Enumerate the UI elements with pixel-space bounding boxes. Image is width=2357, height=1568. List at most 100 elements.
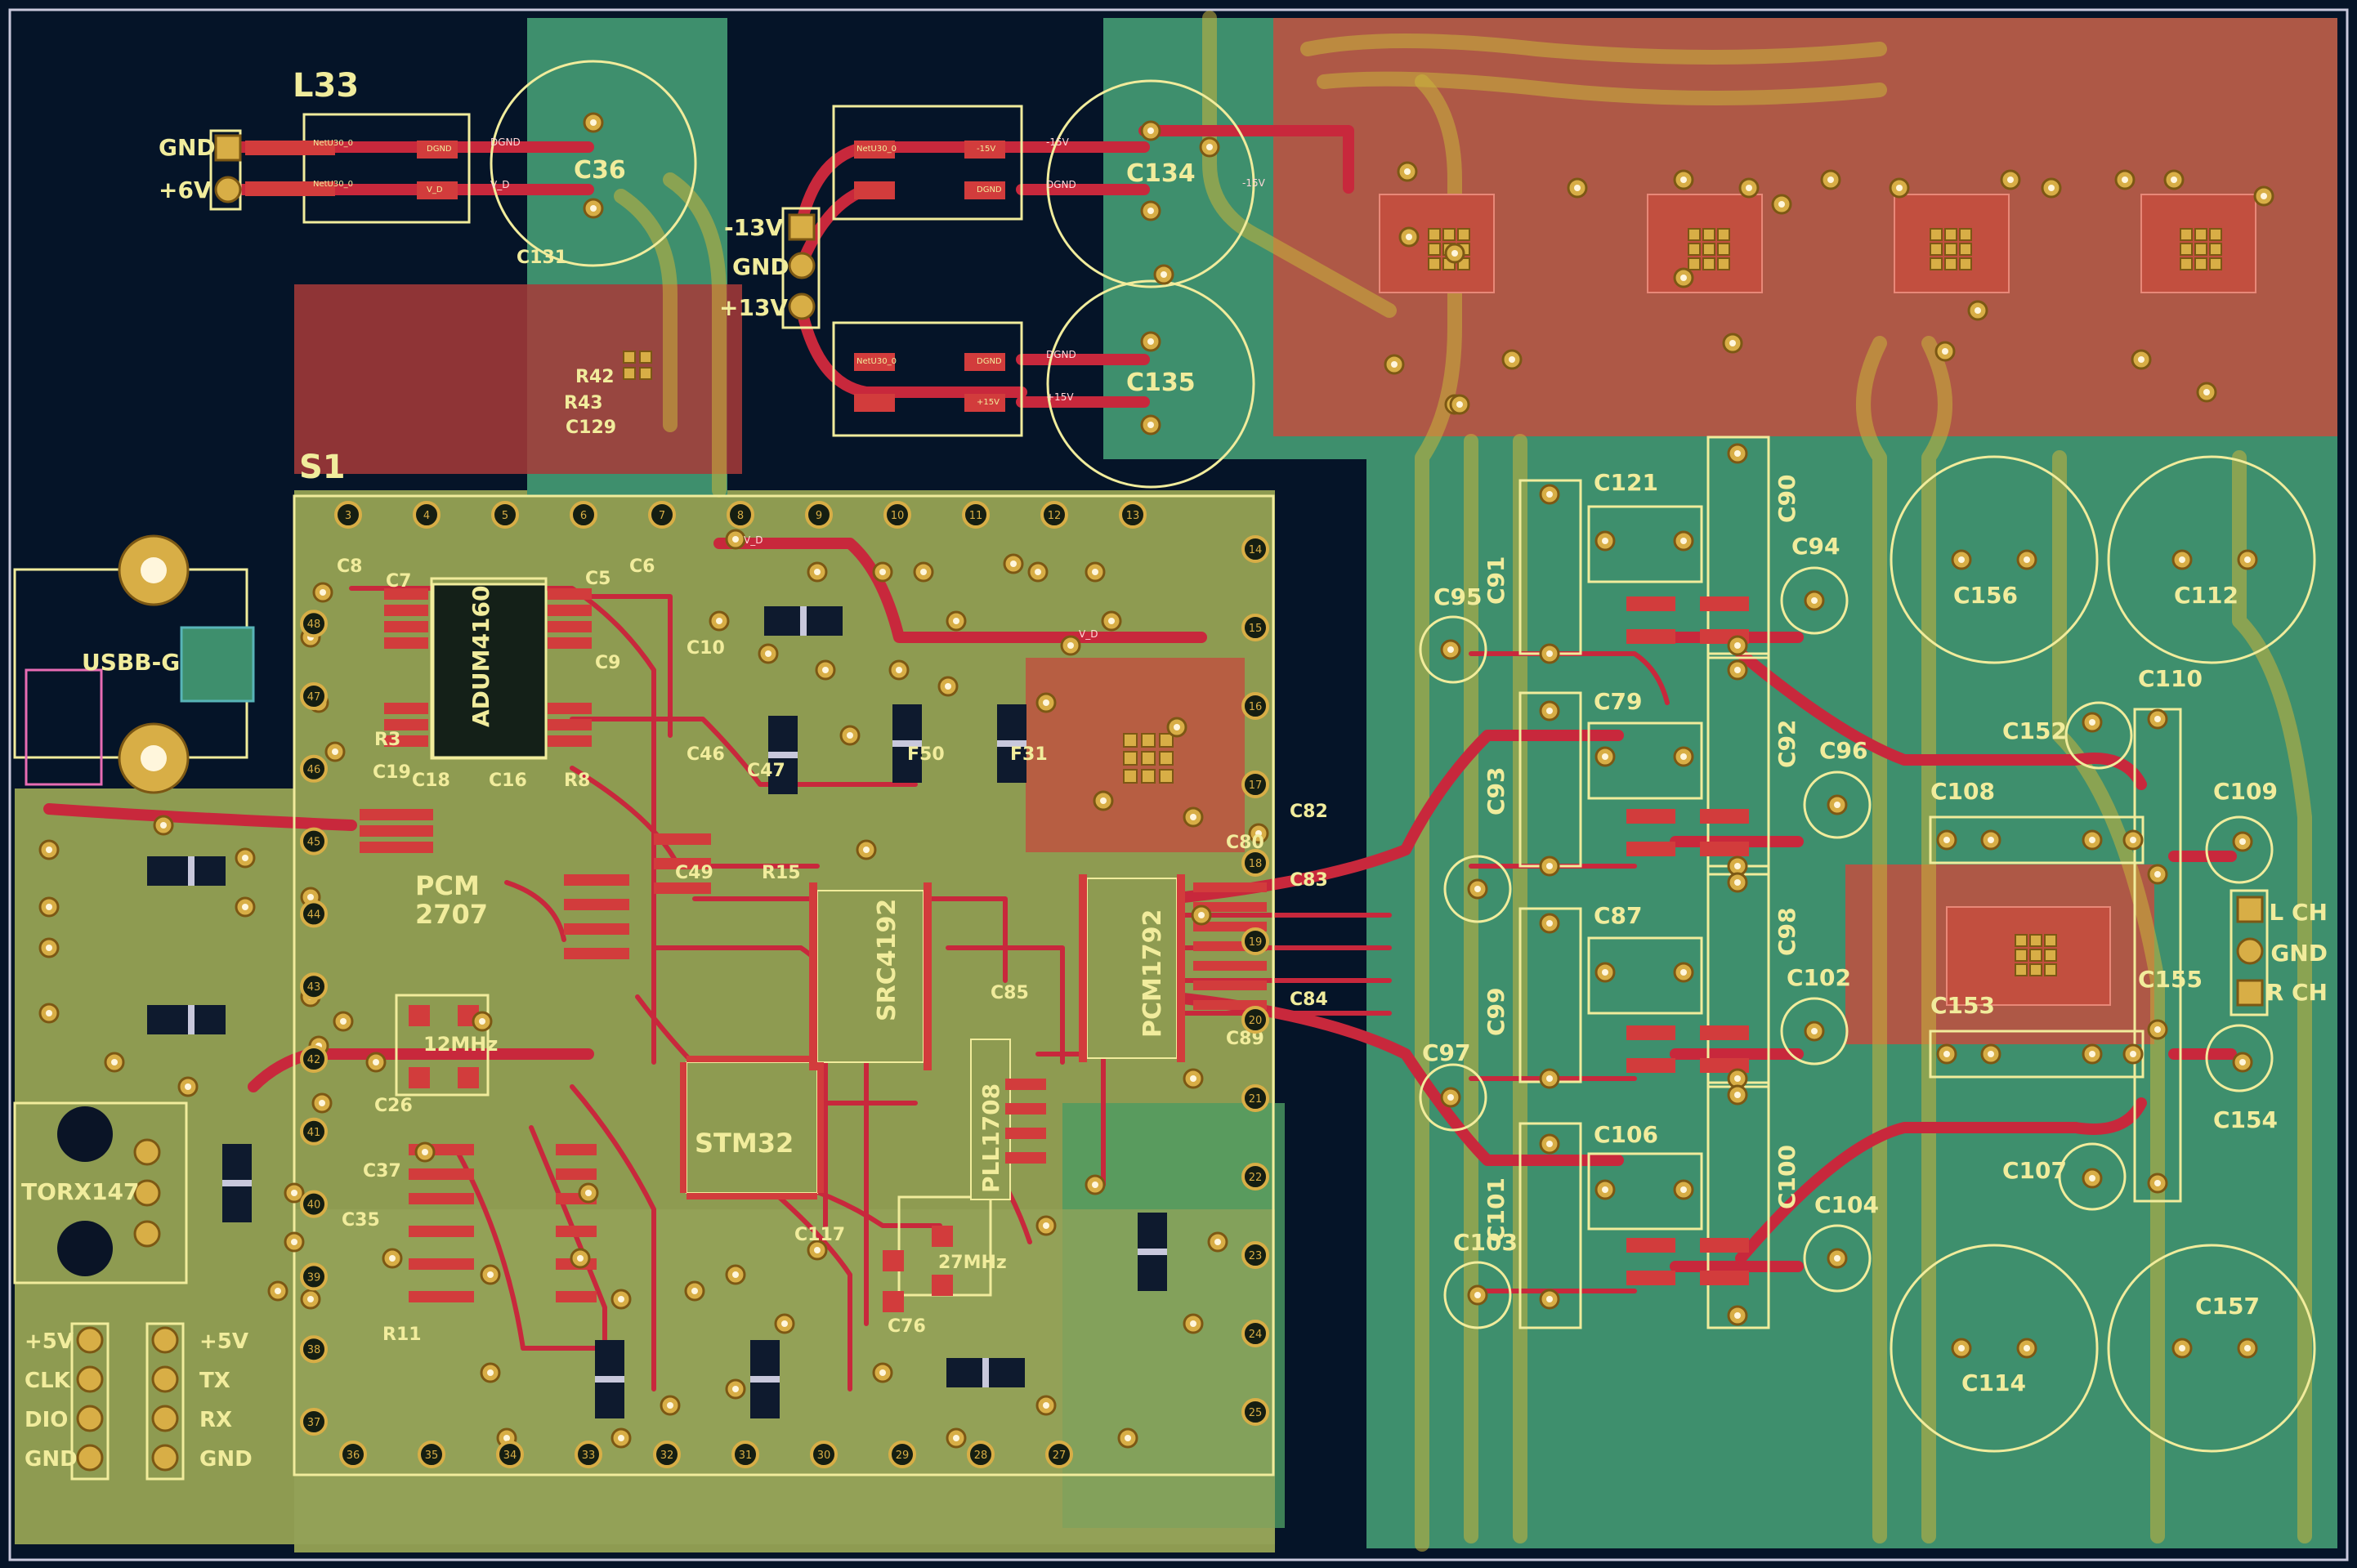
s1-pin: [653, 1441, 681, 1468]
svg-text:R42: R42: [575, 367, 615, 387]
via-hole: [732, 1386, 739, 1392]
svg-text:C96: C96: [1819, 737, 1868, 764]
s1-pin: [1040, 501, 1068, 529]
svg-text:V_D: V_D: [744, 534, 763, 546]
svg-text:F50: F50: [907, 744, 945, 765]
usbb-label: USBB-G: [82, 649, 180, 676]
plus6v-label: +6V: [159, 176, 212, 203]
svg-text:C112: C112: [2174, 582, 2238, 609]
silk-main-labels: L33 S1 GND +6V -13V GND +13V C36 C134 C1…: [21, 67, 2328, 1472]
12mhz-label: 12MHz: [423, 1033, 498, 1056]
minus13v-label: -13V: [724, 214, 784, 241]
svg-text:C37: C37: [363, 1161, 401, 1182]
svg-text:+15V: +15V: [977, 398, 1000, 407]
s1-pin: [300, 1335, 328, 1364]
via-hole: [2024, 1345, 2030, 1351]
s1-pin-label: 13: [1126, 510, 1140, 522]
ref-labels: C8 C7 C5 C6 C9 C10 R3 C18 C19 C16 R8 C49…: [337, 248, 1328, 1345]
via-hole: [2154, 871, 2161, 878]
via-hole: [2138, 356, 2145, 363]
pll-label: PLL1708: [977, 1083, 1004, 1193]
usb-connector[interactable]: [25, 534, 255, 794]
s1-pin: [300, 1408, 328, 1436]
via-hole: [1734, 450, 1741, 457]
via-hole: [275, 1288, 281, 1294]
via-hole: [814, 1247, 821, 1253]
via-hole: [1896, 185, 1903, 191]
torx-connector[interactable]: [57, 1106, 113, 1276]
s1-pin-label: 7: [659, 510, 665, 522]
via-hole: [479, 1018, 485, 1025]
htx-label: TX: [199, 1369, 230, 1393]
via-hole: [590, 205, 597, 212]
c134-label: C134: [1126, 159, 1196, 188]
svg-text:NetU30_0: NetU30_0: [313, 139, 353, 148]
via-hole: [2244, 1345, 2251, 1351]
via-hole: [1546, 920, 1553, 927]
via-hole: [1456, 401, 1463, 408]
s1-pin: [300, 754, 328, 783]
via-hole: [1190, 1075, 1196, 1082]
svg-text:C46: C46: [687, 744, 725, 765]
via-hole: [2244, 556, 2251, 563]
svg-text:-15V: -15V: [1046, 136, 1070, 148]
via-hole: [765, 650, 772, 657]
via-hole: [618, 1435, 624, 1441]
via-hole: [2024, 556, 2030, 563]
svg-text:-15V: -15V: [977, 145, 995, 154]
svg-text:C95: C95: [1433, 583, 1483, 610]
s1-pin: [1045, 1441, 1073, 1468]
via-hole: [1574, 185, 1581, 191]
s1-pin-label: 29: [896, 1450, 910, 1462]
via-hole: [1190, 1320, 1196, 1327]
via-hole: [1602, 969, 1608, 976]
via-hole: [1680, 176, 1687, 183]
svg-text:C87: C87: [1594, 902, 1643, 929]
via-hole: [319, 1100, 325, 1106]
via-hole: [1942, 348, 1948, 355]
via-hole: [953, 618, 959, 624]
s1-pin: [339, 1441, 367, 1468]
hgnd-label: GND: [25, 1447, 78, 1472]
svg-text:C79: C79: [1594, 688, 1643, 715]
via-hole: [503, 1435, 510, 1441]
svg-text:C9: C9: [595, 653, 620, 673]
via-hole: [2048, 185, 2055, 191]
svg-text:C94: C94: [1791, 533, 1840, 560]
s1-pin-label: 48: [307, 619, 321, 631]
svg-text:V_D: V_D: [1079, 628, 1098, 640]
s1-pin: [491, 501, 519, 529]
via-hole: [1834, 802, 1840, 808]
via-hole: [1190, 814, 1196, 820]
s1-pin-label: 12: [1048, 510, 1062, 522]
via-hole: [1092, 1182, 1098, 1188]
s1-pin-label: 28: [974, 1450, 988, 1462]
via-hole: [1447, 646, 1454, 653]
via-hole: [2089, 719, 2095, 726]
svg-text:C157: C157: [2195, 1293, 2260, 1320]
via-hole: [1546, 1141, 1553, 1147]
s1-pin-label: 4: [423, 510, 430, 522]
via-hole: [2130, 1051, 2136, 1057]
s1-pin: [300, 1190, 328, 1218]
svg-text:C90: C90: [1773, 474, 1800, 523]
tantalum-caps: [147, 606, 1167, 1418]
smd-pads: [245, 141, 1749, 1312]
s1-pin-label: 40: [307, 1199, 321, 1212]
svg-text:C155: C155: [2138, 966, 2203, 993]
via-hole: [46, 1010, 52, 1016]
via-hole: [667, 1402, 673, 1409]
via-hole: [1811, 597, 1818, 604]
svg-text:DGND: DGND: [427, 145, 452, 154]
svg-text:C109: C109: [2213, 778, 2278, 805]
via-hole: [1214, 1239, 1221, 1245]
adum-label: ADUM4160: [467, 586, 494, 727]
s1-pin-label: 34: [503, 1450, 517, 1462]
via-hole: [2130, 837, 2136, 843]
s1-pin-label: 41: [307, 1127, 321, 1139]
svg-text:R11: R11: [382, 1325, 422, 1345]
pcm-label: PCM: [415, 870, 480, 901]
ref-labels-right: C121 C79 C87 C106 C90 C92 C98 C100 C91 C…: [1422, 469, 2278, 1396]
via-hole: [1447, 1094, 1454, 1101]
